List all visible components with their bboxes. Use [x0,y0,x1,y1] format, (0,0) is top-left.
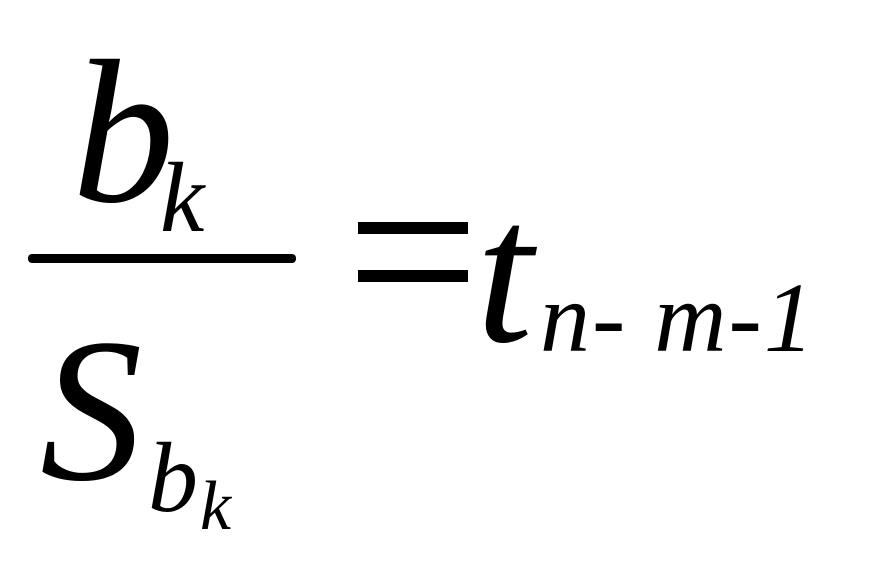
denominator-subscript: b [148,422,198,533]
denominator-subsubscript: k [200,468,232,545]
equals-sign-bottom-bar [358,270,468,282]
numerator-base-symbol: b [72,19,175,246]
fraction-bar [28,254,296,263]
rhs-base-symbol: t [476,159,533,386]
numerator-subscript: k [160,142,205,253]
equals-sign-top-bar [358,222,468,234]
rhs-subscript: n- m-1 [540,262,816,373]
denominator-base-symbol: S [40,297,143,524]
